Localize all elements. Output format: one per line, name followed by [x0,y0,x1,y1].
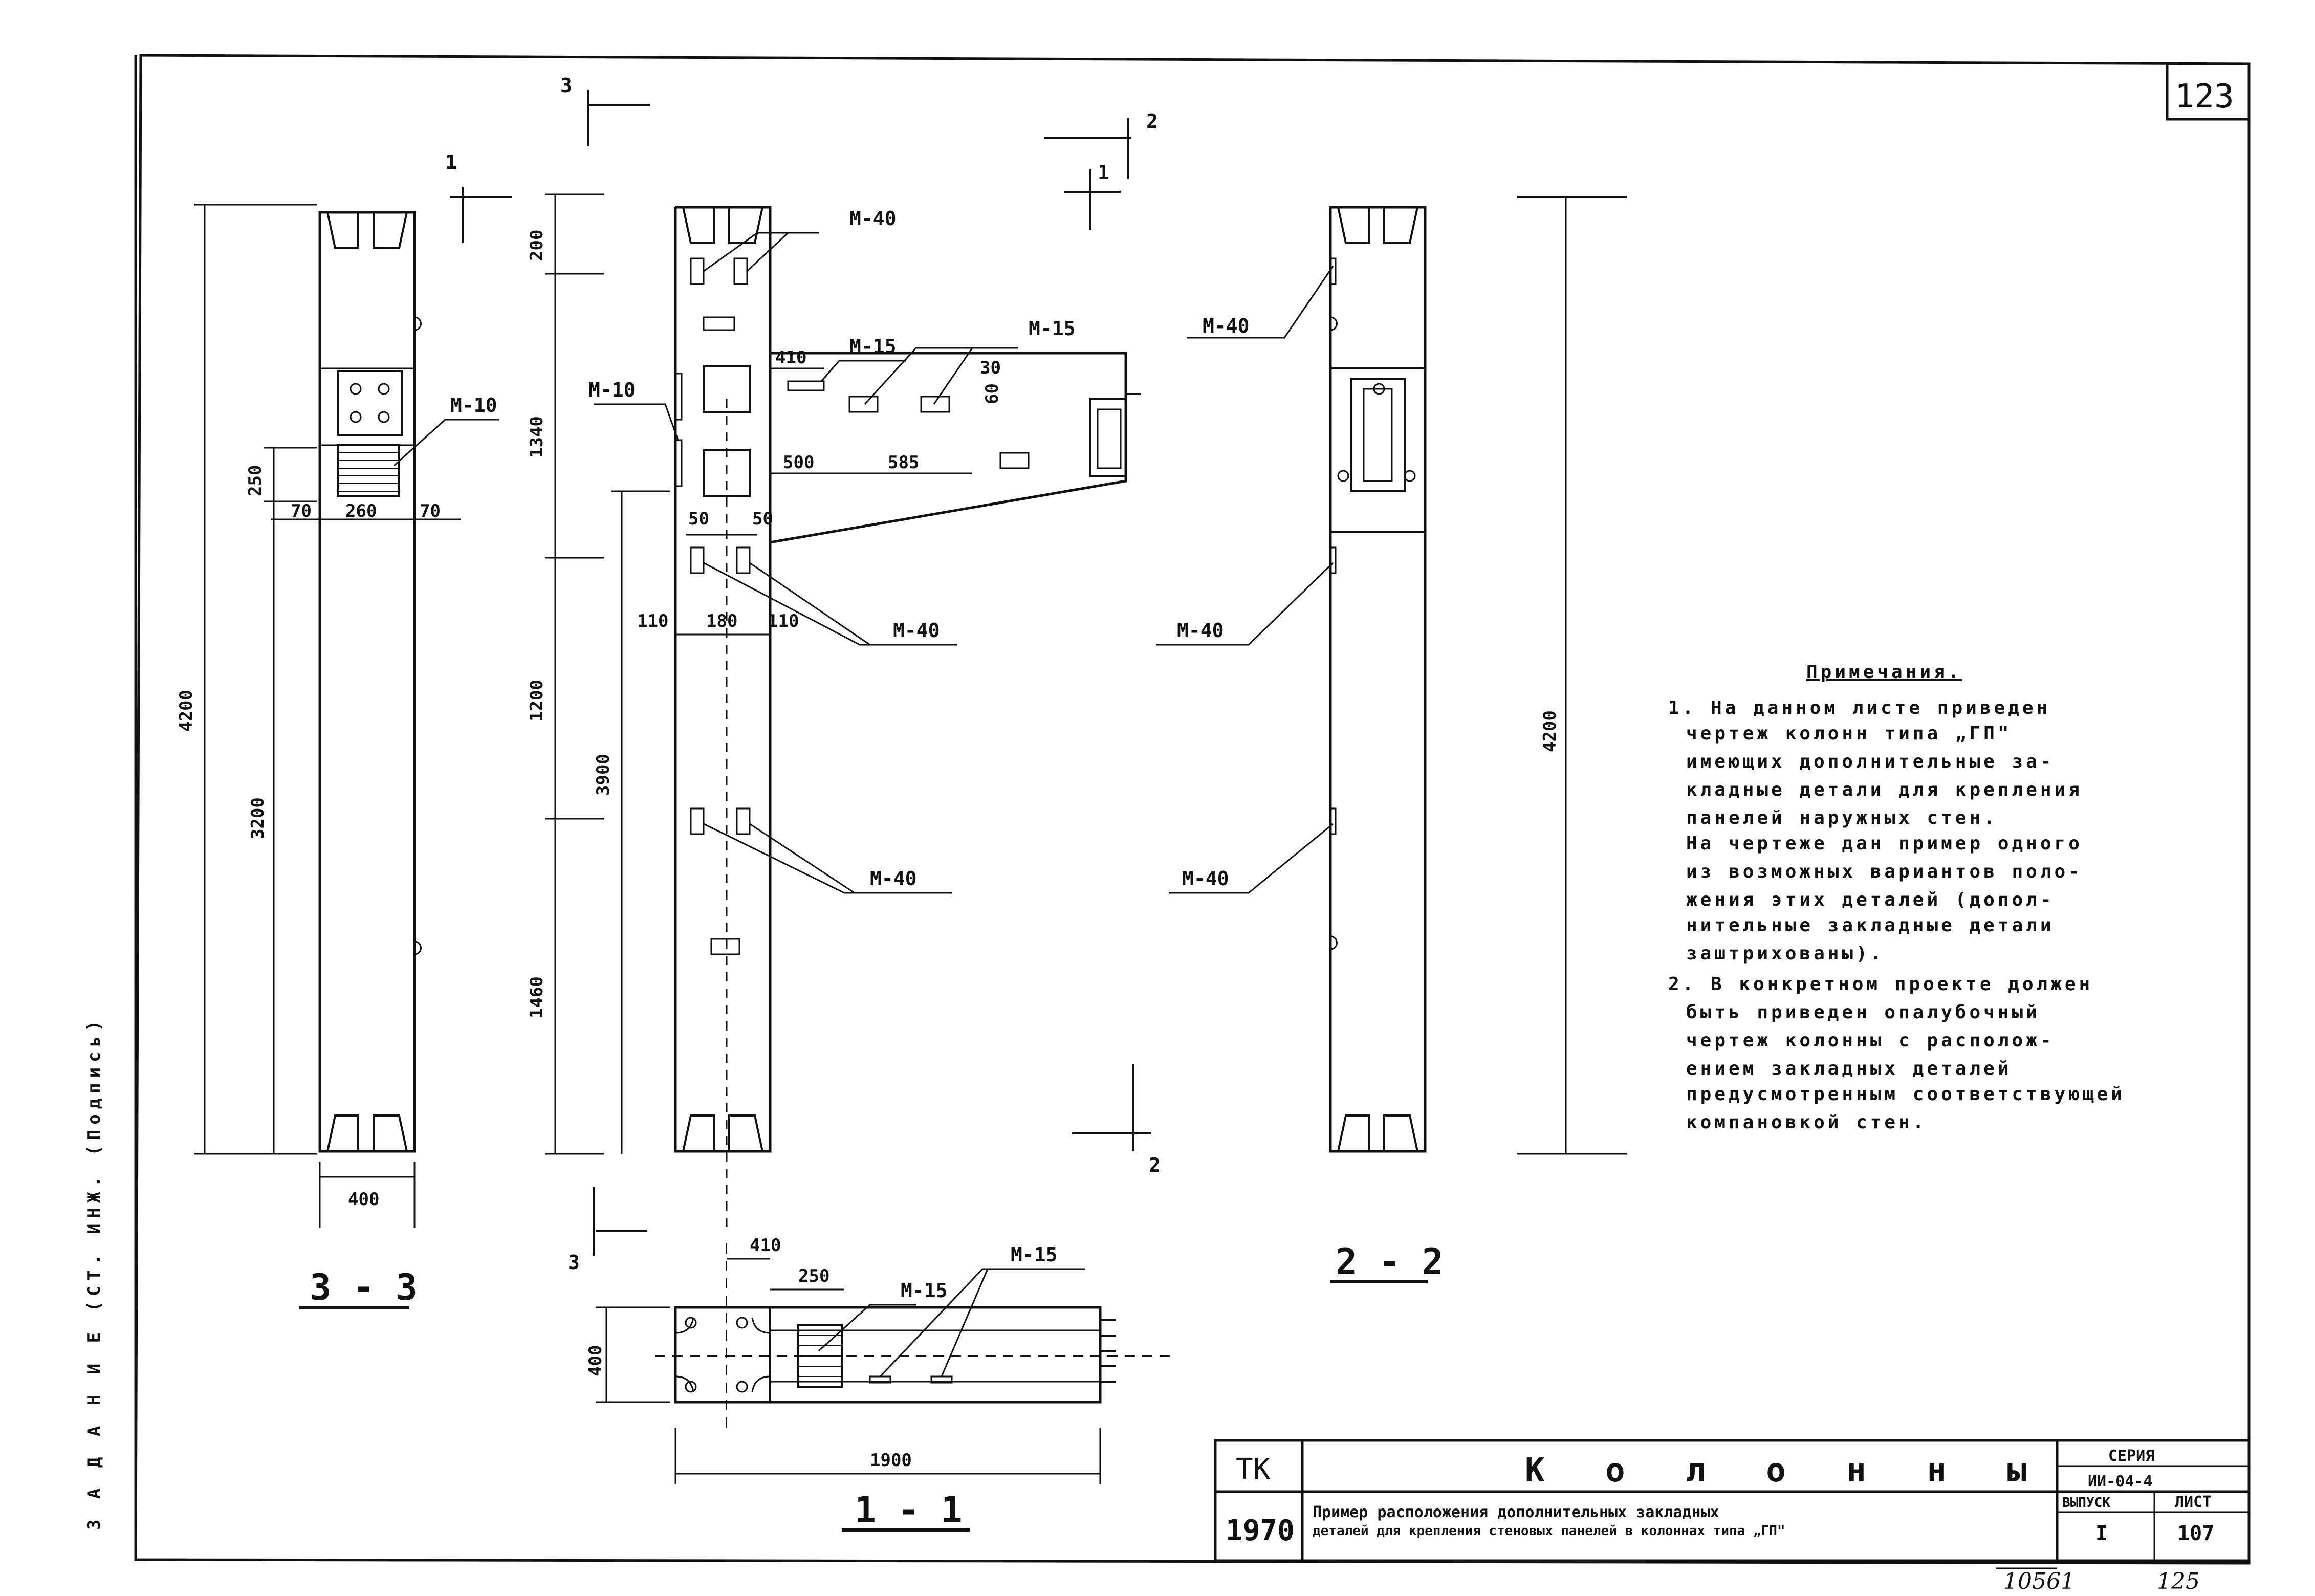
cut-mark-2-top: 2 [1146,110,1158,133]
sheet-frame [134,54,2251,1565]
cut-mark-1-left: 1 [445,151,457,173]
part-m40-top-2-2: М-40 [1203,315,1250,337]
dim-400-plan: 400 [585,1345,606,1376]
tb-subtitle-1: Пример расположения дополнительных закла… [1313,1503,1719,1521]
left-margin-text: З А Д А Н И Е (СТ. ИНЖ. (Подпись) [84,1015,104,1530]
note-line-2: чертеж колонн типа „ГП" [1686,723,2012,744]
dim-70-left: 70 [291,501,312,521]
dim-1200: 1200 [527,680,547,722]
view-2-2 [1156,196,1627,1283]
note-line-6: На чертеже дан пример одного [1686,833,2083,854]
dim-4200-2-2: 4200 [1540,710,1560,752]
cut-mark-2-bottom: 2 [1149,1154,1161,1176]
part-m40-top: М-40 [849,207,897,230]
dim-410-plan: 410 [750,1235,781,1256]
cut-mark-1-top: 1 [1098,161,1109,184]
note-line-15: предусмотренным соответствующей [1686,1084,2125,1105]
dim-500: 500 [783,452,814,473]
dim-30: 30 [980,358,1001,378]
dim-180: 180 [706,611,737,631]
dim-3900: 3900 [593,754,614,796]
dim-260: 260 [345,501,377,521]
part-m40-low: М-40 [870,867,917,890]
part-m40-low-2-2: М-40 [1182,867,1229,890]
note-line-4: кладные детали для крепления [1686,779,2083,800]
tb-year: 1970 [1226,1514,1295,1547]
section-label-1-1: 1 - 1 [855,1489,963,1531]
dim-1460: 1460 [527,976,547,1018]
tb-series-label: СЕРИЯ [2108,1447,2154,1465]
part-m15-a: М-15 [849,335,897,358]
part-m15-b: М-15 [1029,317,1076,340]
note-line-12: быть приведен опалубочный [1686,1002,2040,1023]
view-3-3 [194,204,499,1309]
tb-sheet-value: 107 [2177,1522,2214,1545]
note-line-8: жения этих деталей (допол- [1686,889,2055,910]
dim-585: 585 [888,452,919,473]
section-label-2-2: 2 - 2 [1336,1241,1444,1283]
dim-50b: 50 [752,509,773,529]
dim-60: 60 [982,383,1002,404]
cut-mark-3-top: 3 [560,74,572,97]
tb-code: ТК [1236,1453,1271,1486]
dim-50a: 50 [688,509,709,529]
note-line-7: из возможных вариантов поло- [1686,861,2083,882]
stamp-left: 10561 [2003,1568,2075,1594]
note-line-10: заштрихованы). [1686,943,1884,964]
dim-250-3-3: 250 [245,465,266,496]
dim-250-plan: 250 [798,1266,829,1286]
stamp-right: 125 [2157,1568,2200,1594]
part-m10: М-10 [588,379,636,401]
note-line-16: компановкой стен. [1686,1112,1927,1133]
notes-heading: Примечания. [1806,662,1962,683]
view-1-1-elevation [450,90,1151,1256]
tb-issue-value: I [2095,1522,2108,1545]
tb-sheet-label: ЛИСТ [2175,1493,2212,1511]
tb-subtitle-2: деталей для крепления стеновых панелей в… [1313,1523,1785,1539]
part-m15b-plan: М-15 [1011,1243,1058,1266]
section-label-3-3: 3 - 3 [310,1266,418,1308]
dim-410: 410 [775,347,806,368]
note-line-11: 2. В конкретном проекте должен [1668,974,2093,995]
dim-4200-3-3: 4200 [176,690,196,732]
part-m10-3-3: М-10 [450,394,497,417]
dim-1340: 1340 [527,416,547,458]
note-line-3: имеющих дополнительные за- [1686,751,2055,772]
dim-3200-3-3: 3200 [248,797,268,839]
note-line-14: ением закладных деталей [1686,1058,2012,1079]
tb-series-value: ИИ-04-4 [2088,1473,2152,1491]
note-line-9: нительные закладные детали [1686,915,2055,936]
note-line-5: панелей наружных стен. [1686,807,1998,828]
part-m15-plan: М-15 [901,1279,948,1302]
dim-70-right: 70 [420,501,441,521]
title-block [1214,1439,2251,1569]
dim-200: 200 [527,230,547,261]
page-number: 123 [2175,78,2234,116]
dim-400-3-3: 400 [348,1189,379,1210]
dim-110b: 110 [768,611,799,631]
note-line-1: 1. На данном листе приведен [1668,697,2050,718]
part-m40-mid: М-40 [893,619,940,642]
dim-110a: 110 [637,611,668,631]
tb-issue-label: ВЫПУСК [2062,1495,2110,1511]
note-line-13: чертеж колонны с располож- [1686,1030,2055,1051]
dim-1900-plan: 1900 [870,1450,912,1471]
part-m40-mid-2-2: М-40 [1177,619,1224,642]
cut-mark-3-bottom: 3 [568,1251,580,1274]
tb-title: К о л о н н ы [1525,1452,2047,1490]
view-1-1-plan [596,1243,1172,1532]
